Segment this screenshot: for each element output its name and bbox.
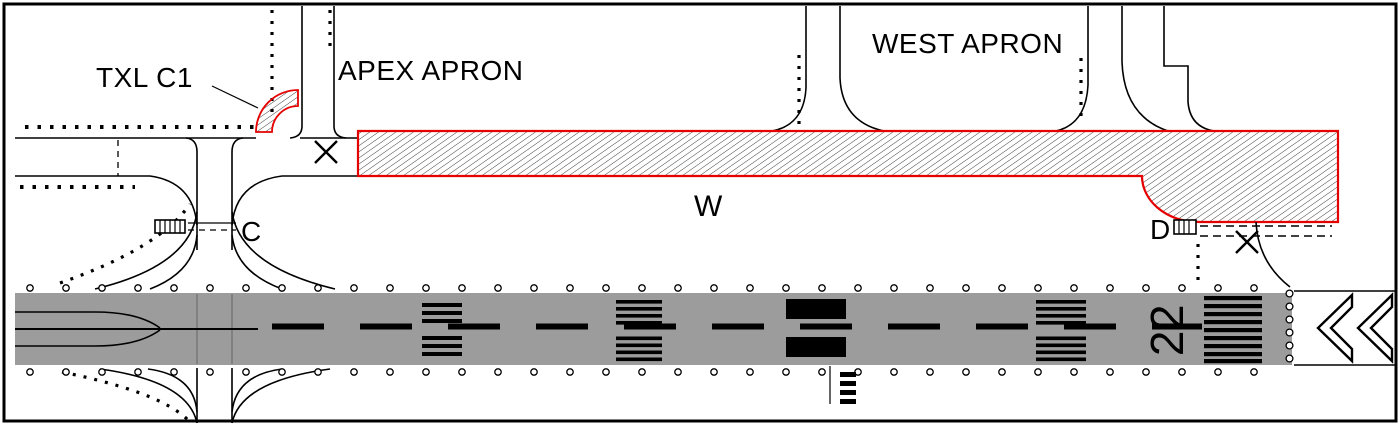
holding-position-d	[1173, 219, 1332, 288]
tdz-marking-2	[616, 300, 662, 362]
north-taxiway-lines	[15, 6, 1215, 177]
label-taxiway-w: W	[694, 190, 723, 223]
runway	[15, 293, 1292, 365]
label-apex-apron: APEX APRON	[338, 55, 524, 86]
chart-labels: TXL C1 APEX APRON WEST APRON W C D 22	[96, 28, 1193, 356]
threshold-marking	[1204, 296, 1262, 364]
tdz-marking-1	[422, 303, 462, 356]
closure-x-west	[314, 140, 338, 164]
closed-c1-area	[211, 85, 299, 133]
holding-position-c	[154, 219, 236, 234]
label-txl-c1: TXL C1	[96, 62, 193, 93]
taxiway-c-lines	[94, 137, 336, 424]
threshold-chevrons	[1294, 290, 1396, 366]
runway-edge-lights	[24, 282, 1296, 378]
closure-x-east	[1235, 230, 1259, 254]
runway-centerline	[272, 323, 1202, 330]
threshold-lights	[1283, 287, 1296, 367]
apron-edge-dots	[20, 10, 1200, 422]
label-taxiway-d: D	[1150, 214, 1171, 245]
label-runway-22: 22	[1141, 304, 1193, 356]
closed-taxiway-w-area	[356, 129, 1340, 224]
label-leader-line	[211, 85, 259, 109]
stopbar-marker	[829, 366, 856, 404]
label-taxiway-c: C	[241, 216, 262, 247]
chevron-icon	[1316, 292, 1354, 364]
aiming-point-marking	[786, 299, 846, 357]
chevron-icon	[1356, 292, 1394, 364]
label-west-apron: WEST APRON	[872, 28, 1063, 59]
tdz-marking-3	[1036, 300, 1086, 362]
